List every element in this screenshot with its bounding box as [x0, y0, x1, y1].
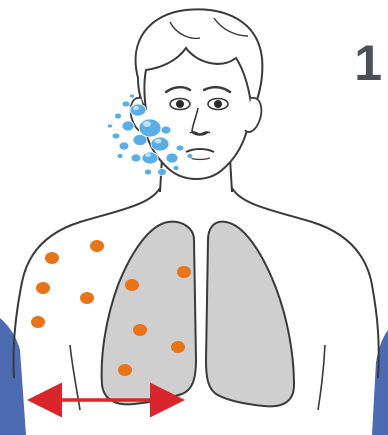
step-number: 1 — [354, 38, 382, 88]
left-lung — [102, 222, 196, 405]
right-lung — [206, 222, 294, 407]
shirt-right — [372, 330, 388, 435]
